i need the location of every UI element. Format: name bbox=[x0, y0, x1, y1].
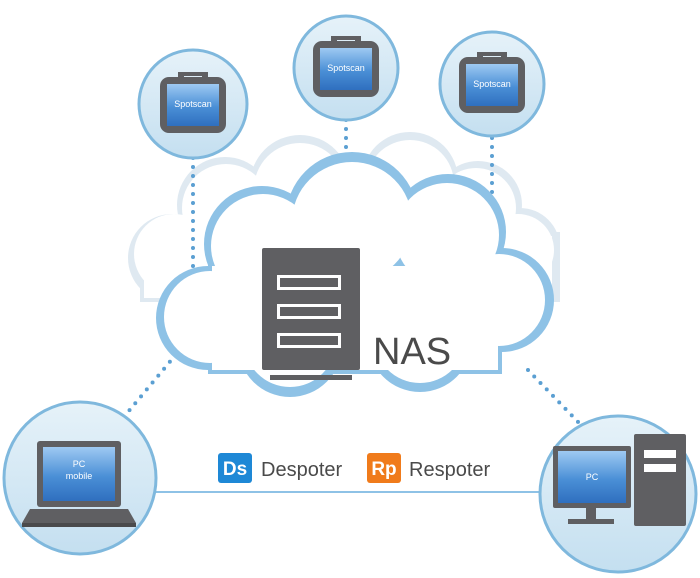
tablet-right: Spotscan bbox=[438, 30, 546, 138]
tablet-left-label: Spotscan bbox=[174, 99, 212, 109]
tablet-center: Spotscan bbox=[292, 14, 400, 122]
tablet-center-label: Spotscan bbox=[327, 63, 365, 73]
tablet-left: Spotscan bbox=[137, 48, 249, 160]
laptop-label-line1: PC bbox=[73, 459, 86, 469]
laptop-pc-mobile: PC mobile bbox=[2, 400, 158, 556]
nas-label: NAS bbox=[373, 331, 451, 373]
respoter-name: Respoter bbox=[409, 459, 490, 481]
connector-desktop bbox=[526, 368, 584, 428]
respoter-badge-icon bbox=[367, 453, 401, 483]
nas-server-icon bbox=[262, 248, 360, 380]
app-despoter: Ds Despoter bbox=[218, 453, 342, 483]
app-respoter: Rp Respoter bbox=[367, 453, 490, 483]
laptop-label-line2: mobile bbox=[66, 471, 93, 481]
tablet-right-label: Spotscan bbox=[473, 79, 511, 89]
desktop-label: PC bbox=[586, 472, 599, 482]
despoter-name: Despoter bbox=[261, 459, 342, 481]
respoter-badge-text: Rp bbox=[371, 459, 396, 480]
connector-laptop bbox=[116, 350, 180, 426]
despoter-badge-text: Ds bbox=[223, 459, 247, 480]
desktop-pc: PC bbox=[538, 414, 698, 574]
despoter-badge-icon bbox=[218, 453, 252, 483]
